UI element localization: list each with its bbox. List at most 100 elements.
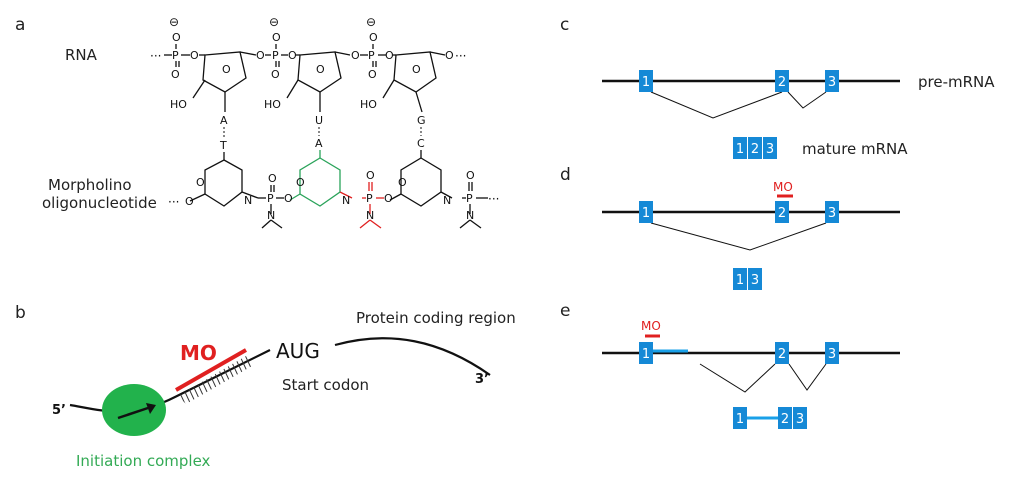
panel-b-translation-block: MO AUG Start codon Protein coding region… xyxy=(52,309,516,470)
panel-label-e: e xyxy=(560,301,570,321)
rna-base-2: U xyxy=(315,114,323,127)
svg-text:P: P xyxy=(172,49,179,62)
svg-text:⊖: ⊖ xyxy=(366,15,376,29)
svg-text:O: O xyxy=(284,192,293,205)
mo-bar xyxy=(175,348,247,392)
svg-text:O: O xyxy=(412,63,421,76)
svg-text:O: O xyxy=(384,192,393,205)
rna-base-1: A xyxy=(220,114,228,127)
svg-text:O: O xyxy=(272,31,281,44)
svg-text:O: O xyxy=(171,68,180,81)
svg-text:3: 3 xyxy=(751,273,759,288)
svg-text:2: 2 xyxy=(751,142,759,157)
exon-3-d xyxy=(825,201,839,223)
mo-base-1: T xyxy=(219,139,227,152)
svg-text:N: N xyxy=(267,209,275,222)
mature-exon-1 xyxy=(733,137,747,159)
svg-text:O: O xyxy=(185,195,194,208)
svg-text:···: ··· xyxy=(488,192,499,206)
morpholino-label-line2: oligonucleotide xyxy=(42,194,157,212)
panel-d-exon-skipping: 1 2 3 MO 1 3 xyxy=(602,180,900,290)
svg-text:O: O xyxy=(256,49,265,62)
mature-exon-3-d xyxy=(748,268,762,290)
svg-text:HO: HO xyxy=(170,98,187,111)
panel-label-a: a xyxy=(15,15,25,35)
svg-text:P: P xyxy=(368,49,375,62)
svg-text:O: O xyxy=(385,49,394,62)
scanning-arrowhead-icon xyxy=(146,403,156,414)
svg-text:2: 2 xyxy=(778,206,786,221)
svg-text:3: 3 xyxy=(766,142,774,157)
svg-text:2: 2 xyxy=(781,412,789,427)
mo-base-2: A xyxy=(315,137,323,150)
svg-text:O: O xyxy=(268,172,277,185)
scanning-arrow-icon xyxy=(117,406,149,420)
panel-c-normal-splicing: 1 2 3 pre-mRNA 1 2 3 mature mRNA xyxy=(602,70,995,159)
exon-2-e xyxy=(775,342,789,364)
svg-text:2: 2 xyxy=(778,347,786,362)
svg-text:1: 1 xyxy=(642,75,650,90)
mature-exon-3-e xyxy=(793,407,807,429)
three-prime-label: 3’ xyxy=(475,372,489,387)
phosphate-charge: ⊖ xyxy=(169,15,179,29)
mo-label-d: MO xyxy=(773,180,793,194)
base-pairs: A U G T A C xyxy=(219,114,426,152)
rna-base-3: G xyxy=(417,114,426,127)
svg-text:1: 1 xyxy=(736,273,744,288)
exon-1 xyxy=(639,70,653,92)
junction-e-2-3 xyxy=(788,363,827,391)
coding-region-label: Protein coding region xyxy=(356,309,516,327)
svg-text:O: O xyxy=(288,49,297,62)
junction-e-1-2 xyxy=(699,363,776,393)
svg-text:N: N xyxy=(366,209,374,222)
svg-text:···: ··· xyxy=(455,49,466,63)
morpholino-label-line1: Morpholino xyxy=(48,176,132,194)
svg-text:O: O xyxy=(316,63,325,76)
mo-label-e: MO xyxy=(641,319,661,333)
svg-text:O: O xyxy=(172,31,181,44)
aug-codon: AUG xyxy=(276,339,320,363)
svg-text:P: P xyxy=(272,49,279,62)
svg-text:O: O xyxy=(351,49,360,62)
skip-junction xyxy=(650,222,827,251)
mature-exon-2 xyxy=(748,137,762,159)
exon-1-d xyxy=(639,201,653,223)
svg-text:3: 3 xyxy=(828,75,836,90)
svg-text:P: P xyxy=(267,192,274,205)
svg-text:O: O xyxy=(271,68,280,81)
svg-text:1: 1 xyxy=(736,142,744,157)
mo-hatch xyxy=(178,356,252,404)
svg-text:···: ··· xyxy=(168,195,179,209)
splice-junction-2-3 xyxy=(787,91,827,109)
exon-1-e xyxy=(639,342,653,364)
svg-text:O: O xyxy=(366,169,375,182)
svg-text:O: O xyxy=(369,31,378,44)
mature-exon-1-d xyxy=(733,268,747,290)
mature-mrna-label: mature mRNA xyxy=(802,140,908,158)
svg-text:⊖: ⊖ xyxy=(269,15,279,29)
exon-2-d xyxy=(775,201,789,223)
svg-text:O: O xyxy=(222,63,231,76)
rna-label: RNA xyxy=(65,46,98,64)
svg-text:HO: HO xyxy=(360,98,377,111)
panel-label-c: c xyxy=(560,15,569,35)
svg-text:N: N xyxy=(443,194,451,207)
mature-exon-3 xyxy=(763,137,777,159)
svg-text:1: 1 xyxy=(642,206,650,221)
initiation-complex-label: Initiation complex xyxy=(76,452,211,470)
panel-label-b: b xyxy=(15,303,26,323)
exon-3-e xyxy=(825,342,839,364)
splice-junction-1-2 xyxy=(650,91,783,119)
svg-text:3: 3 xyxy=(796,412,804,427)
exon-2 xyxy=(775,70,789,92)
svg-text:N: N xyxy=(342,194,350,207)
svg-text:3: 3 xyxy=(828,206,836,221)
mature-exon-2-e xyxy=(778,407,792,429)
mrna-coding-strand xyxy=(334,337,491,376)
panel-e-intron-retention: 1 2 3 MO 1 2 3 xyxy=(602,319,900,429)
morpholino-rings xyxy=(189,150,488,229)
svg-text:2: 2 xyxy=(778,75,786,90)
morpholino-atoms: ··· O O N P O N O O N P O N O O N P O N … xyxy=(168,169,499,222)
svg-text:O: O xyxy=(196,176,205,189)
start-codon-label: Start codon xyxy=(282,376,369,394)
